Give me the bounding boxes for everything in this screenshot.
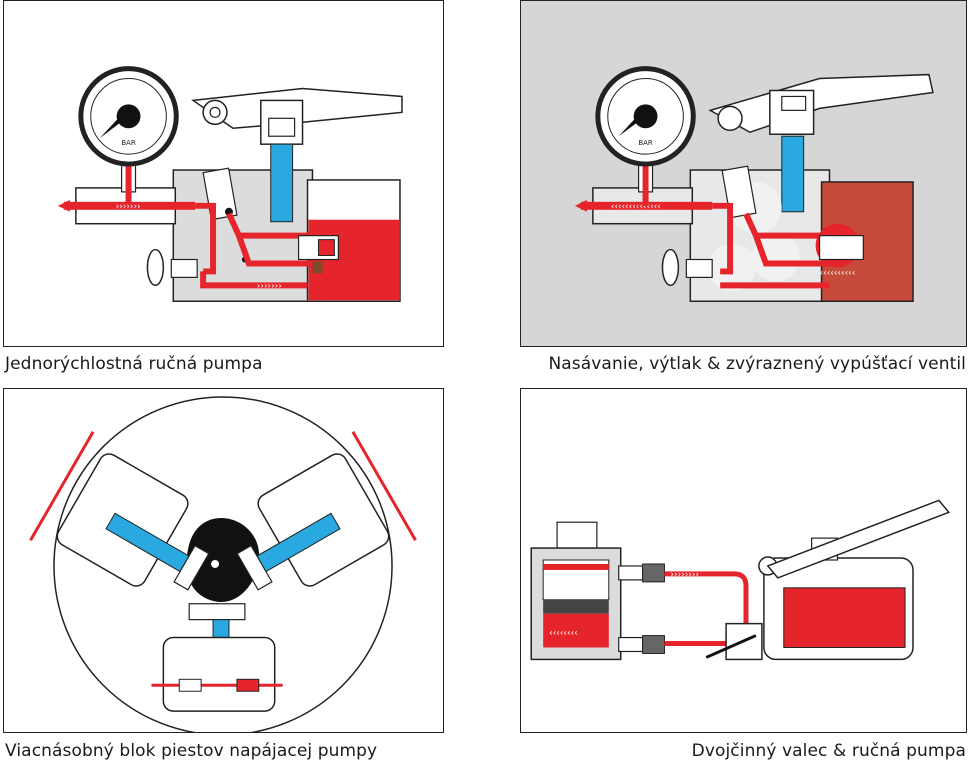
pump-handle <box>766 499 951 579</box>
diagram-single-speed-hand-pump: BAR ››››››› ››››››› <box>57 66 403 303</box>
panel-multi-piston-block <box>3 388 444 733</box>
piston-left <box>29 431 210 591</box>
gauge-unit-label: BAR <box>638 139 653 147</box>
eccentric-cam <box>186 517 260 603</box>
release-valve-knob <box>146 248 165 287</box>
diagram-double-acting-cylinder: ‹‹‹‹‹‹‹‹ ›››››››› <box>530 499 951 661</box>
piston-fluid <box>781 135 805 213</box>
diagram-multi-piston-block <box>29 396 417 732</box>
svg-text:››››››››: ›››››››› <box>670 570 699 580</box>
pressure-gauge: BAR <box>595 66 696 167</box>
caption-single-speed-hand-pump: Jednorýchlostná ručná pumpa <box>5 354 263 374</box>
release-valve-knob <box>661 248 680 287</box>
panel-single-speed-hand-pump: BAR ››››››› ››››››› <box>3 0 444 347</box>
svg-text:›››››››: ››››››› <box>257 281 282 291</box>
panel-double-acting-cylinder: ‹‹‹‹‹‹‹‹ ›››››››› <box>520 388 967 733</box>
panel-suction-discharge-release: ‹‹‹‹‹‹‹‹‹‹‹‹‹‹ BAR ‹‹‹‹‹‹‹‹‹‹ <box>520 0 967 347</box>
caption-multi-piston-block: Viacnásobný blok piestov napájacej pumpy <box>5 741 378 761</box>
hose-top <box>664 571 749 636</box>
pressure-gauge: BAR <box>78 66 179 167</box>
piston-bottom <box>151 603 283 712</box>
piston-right <box>236 431 417 591</box>
flow-arrow-icon <box>574 199 587 212</box>
caption-suction-discharge-release: Nasávanie, výtlak & zvýraznený vypúšťací… <box>548 354 966 374</box>
svg-text:›››››››: ››››››› <box>116 202 141 212</box>
caption-double-acting-cylinder: Dvojčinný valec & ručná pumpa <box>691 741 966 761</box>
diagram-suction-discharge-release: ‹‹‹‹‹‹‹‹‹‹‹‹‹‹ BAR ‹‹‹‹‹‹‹‹‹‹ <box>574 66 934 303</box>
pump-handle <box>708 73 934 134</box>
svg-text:‹‹‹‹‹‹‹‹‹‹‹‹‹‹: ‹‹‹‹‹‹‹‹‹‹‹‹‹‹ <box>611 202 661 212</box>
gauge-unit-label: BAR <box>121 139 136 147</box>
svg-text:‹‹‹‹‹‹‹‹‹‹: ‹‹‹‹‹‹‹‹‹‹ <box>820 268 856 278</box>
flow-arrow-icon <box>57 199 70 212</box>
svg-text:‹‹‹‹‹‹‹‹: ‹‹‹‹‹‹‹‹ <box>549 629 578 639</box>
double-acting-cylinder: ‹‹‹‹‹‹‹‹ <box>530 521 622 661</box>
piston-fluid <box>270 143 294 223</box>
